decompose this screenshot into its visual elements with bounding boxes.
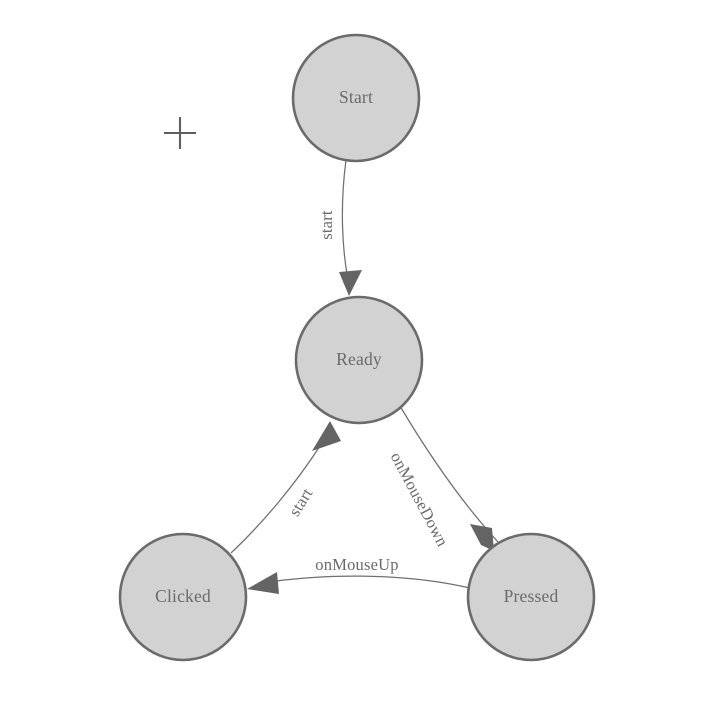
edge-path-start-to-ready (341, 159, 349, 281)
node-clicked[interactable]: Clicked (118, 532, 248, 662)
arrowhead-start-to-ready (339, 270, 362, 296)
edge-path-pressed-to-clicked (261, 575, 471, 589)
edge-label-pressed-to-clicked: onMouseUp (315, 555, 398, 574)
arrowhead-pressed-to-clicked (247, 572, 279, 594)
edge-start-to-ready[interactable]: start (317, 159, 362, 296)
node-start-circle[interactable] (291, 33, 421, 163)
node-clicked-label: Clicked (155, 586, 211, 606)
node-clicked-circle[interactable] (118, 532, 248, 662)
edge-pressed-to-clicked[interactable]: onMouseUp (247, 555, 471, 594)
crosshair-icon (164, 117, 196, 149)
edge-clicked-to-ready[interactable]: start (230, 421, 341, 554)
edge-label-start-to-ready: start (317, 210, 336, 240)
edge-label-ready-to-pressed: onMouseDown (387, 449, 453, 550)
node-pressed[interactable]: Pressed (466, 532, 596, 662)
node-pressed-circle[interactable] (466, 532, 596, 662)
edge-ready-to-pressed[interactable]: onMouseDown (387, 405, 499, 551)
node-ready-label: Ready (336, 349, 382, 369)
node-ready[interactable]: Ready (294, 295, 424, 425)
node-pressed-label: Pressed (504, 586, 559, 606)
arrowhead-ready-to-pressed (470, 524, 494, 551)
node-start-label: Start (339, 87, 373, 107)
edge-path-clicked-to-ready (230, 445, 321, 554)
node-ready-circle[interactable] (294, 295, 424, 425)
node-start[interactable]: Start (291, 33, 421, 163)
arrowhead-clicked-to-ready (312, 421, 341, 451)
